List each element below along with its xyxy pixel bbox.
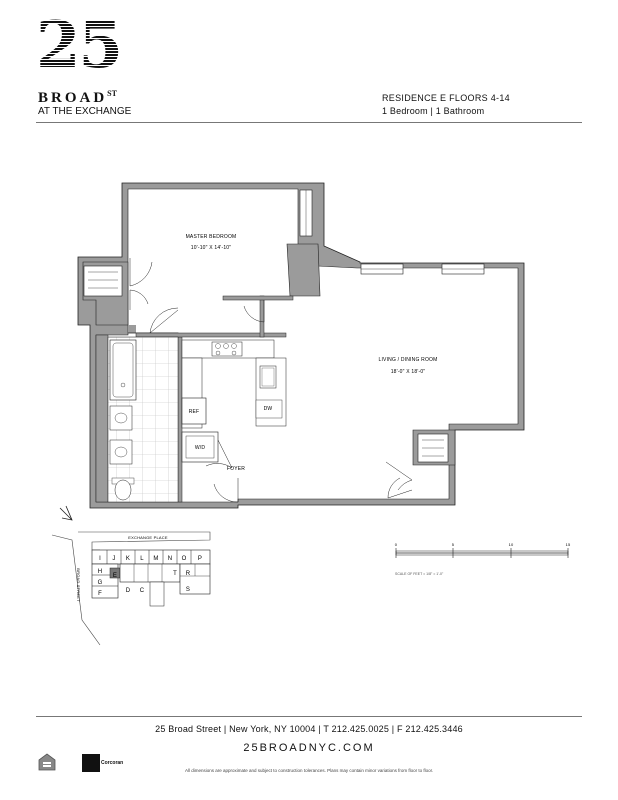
key-unit: P <box>198 556 202 562</box>
label-wd: W/D <box>195 445 206 451</box>
footer-address: 25 Broad Street | New York, NY 10004 | T… <box>155 724 463 734</box>
logo-broad: BROADST <box>38 89 117 106</box>
key-unit: N <box>168 556 173 562</box>
doors <box>129 258 413 503</box>
key-top-units: I J K L M N O P <box>99 550 202 564</box>
key-unit: J <box>112 556 115 562</box>
broker-logo-icon <box>82 754 100 772</box>
key-unit: S <box>186 587 190 593</box>
windows <box>83 189 485 463</box>
key-unit: M <box>153 556 158 562</box>
key-unit: E <box>113 573 117 579</box>
logo-subtitle: AT THE EXCHANGE <box>38 106 132 117</box>
label-living-dining-dims: 18'-0" X 18'-0" <box>391 369 426 375</box>
header-divider <box>36 122 582 123</box>
key-unit: T <box>173 571 177 577</box>
website-link[interactable]: 25BROADNYC.COM <box>243 742 375 754</box>
key-plan: EXCHANGE PLACE BROAD STREET I J K L M N … <box>51 505 211 646</box>
scale-note: SCALE OF FEET = 1/8" = 1'-0" <box>395 572 444 576</box>
label-ref: REF <box>189 409 200 415</box>
key-unit: H <box>98 569 103 575</box>
disclaimer: All dimensions are approximate and subje… <box>185 768 434 773</box>
label-living-dining: LIVING / DINING ROOM <box>378 357 437 363</box>
residence-title: RESIDENCE E FLOORS 4-14 <box>382 93 510 103</box>
scale-tick: 0 <box>395 542 398 547</box>
key-street-top: EXCHANGE PLACE <box>128 535 168 540</box>
key-unit: F <box>98 591 102 597</box>
residence-subtitle: 1 Bedroom | 1 Bathroom <box>382 106 485 116</box>
key-unit: D <box>126 588 131 594</box>
broker-logo-text: Corcoran <box>101 760 124 766</box>
key-unit: C <box>140 588 145 594</box>
key-street-side: BROAD STREET <box>76 568 81 602</box>
key-unit: R <box>186 571 191 577</box>
key-unit: K <box>126 556 130 562</box>
key-unit: I <box>99 556 101 562</box>
label-master-bedroom: MASTER BEDROOM <box>186 234 237 240</box>
key-unit: G <box>98 580 103 586</box>
label-foyer: FOYER <box>227 466 245 472</box>
footer-divider <box>36 716 582 717</box>
scale-bar: 0 5 10 15 <box>395 542 571 558</box>
key-unit: L <box>140 556 144 562</box>
scale-tick: 10 <box>509 542 514 547</box>
bathroom <box>107 336 179 503</box>
room-labels: MASTER BEDROOM 10'-10" X 14'-10" LIVING … <box>186 234 438 472</box>
north-arrow-icon <box>59 505 73 521</box>
key-unit: O <box>182 556 187 562</box>
label-master-bedroom-dims: 10'-10" X 14'-10" <box>191 245 232 251</box>
logo-number: 25 <box>36 8 123 83</box>
label-dw: DW <box>264 406 273 412</box>
scale-tick: 15 <box>566 542 571 547</box>
equal-housing-icon <box>38 753 56 771</box>
kitchen <box>181 339 287 463</box>
scale-tick: 5 <box>452 542 455 547</box>
